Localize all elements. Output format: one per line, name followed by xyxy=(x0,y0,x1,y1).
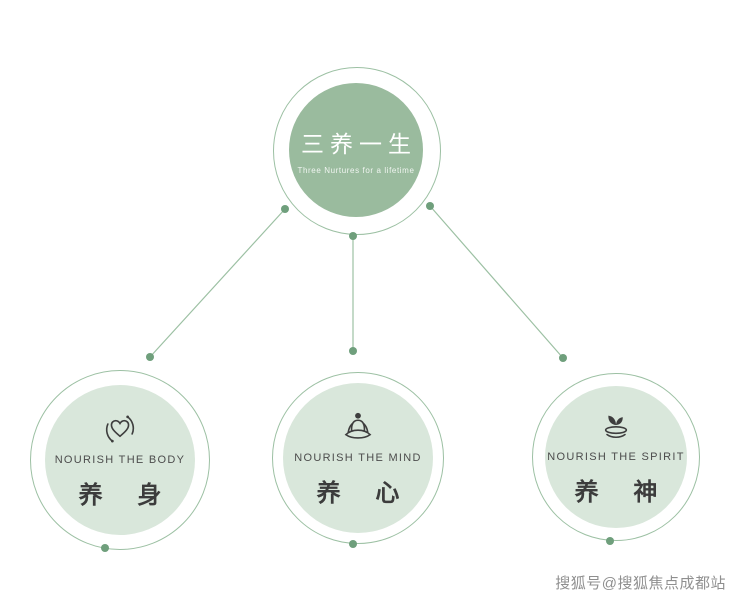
mind-node: NOURISH THE MIND 养 心 xyxy=(283,383,433,533)
watermark: 搜狐号@搜狐焦点成都站 xyxy=(555,575,726,592)
mind-label-en: NOURISH THE MIND xyxy=(294,451,422,464)
heart-care-icon xyxy=(102,411,138,447)
connector-dot xyxy=(349,347,357,355)
spirit-label-zh: 养 神 xyxy=(574,478,658,506)
connector-line-left xyxy=(149,208,286,358)
body-label-zh: 养 身 xyxy=(78,481,162,509)
spirit-node: NOURISH THE SPIRIT 养 神 xyxy=(545,386,687,528)
connector-dot xyxy=(281,205,289,213)
mind-label-zh: 养 心 xyxy=(316,479,400,507)
body-label-en: NOURISH THE BODY xyxy=(54,453,186,466)
meditation-icon xyxy=(340,409,376,445)
center-subtitle: Three Nurtures for a lifetime xyxy=(297,166,415,175)
body-node: NOURISH THE BODY 养 身 xyxy=(45,385,195,535)
center-ring xyxy=(273,67,441,235)
connector-line-right xyxy=(429,205,564,359)
connector-dot xyxy=(146,353,154,361)
connector-dot xyxy=(559,354,567,362)
spirit-label-en: NOURISH THE SPIRIT xyxy=(547,450,685,463)
mind-ring xyxy=(272,372,444,544)
center-title: 三养一生 xyxy=(301,131,417,157)
connector-dot xyxy=(426,202,434,210)
center-node: 三养一生 Three Nurtures for a lifetime xyxy=(289,83,423,217)
body-ring xyxy=(30,370,210,550)
sprout-dish-icon xyxy=(598,408,634,444)
spirit-ring xyxy=(532,373,700,541)
